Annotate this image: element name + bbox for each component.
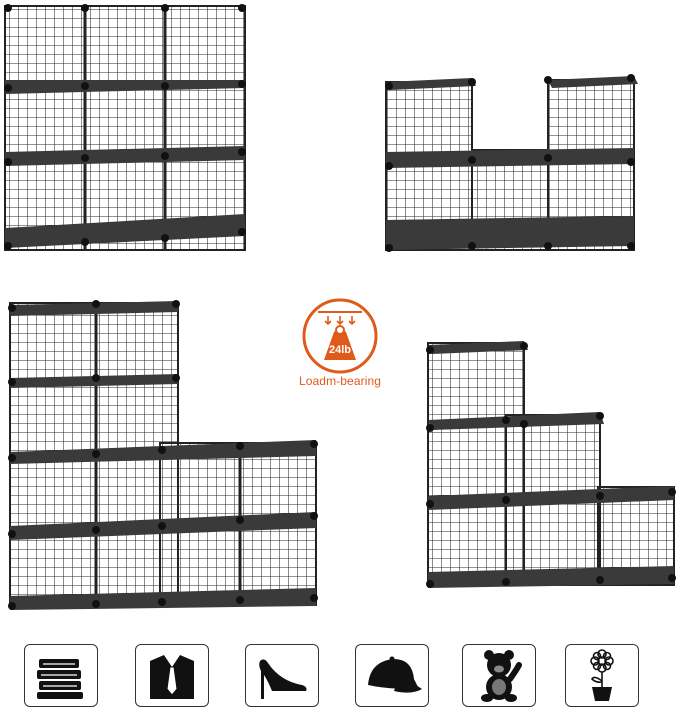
cap-tile [355, 644, 429, 707]
shirt-tile [135, 644, 209, 707]
cube-config-10-staircase [8, 300, 318, 610]
cap-icon [368, 656, 422, 693]
high-heel-icon [259, 659, 307, 699]
books-tile [24, 644, 98, 707]
teddy-bear-icon [481, 650, 522, 702]
cube-config-6-staircase [426, 341, 676, 588]
cube-config-u-shape [385, 74, 638, 252]
load-bearing-label: Loadm-bearing [298, 374, 382, 388]
use-case-icons [0, 644, 679, 708]
load-bearing-badge: 24lb Loadm-bearing [290, 298, 390, 393]
heel-tile [245, 644, 319, 707]
flower-tile [565, 644, 639, 707]
potted-flower-icon [590, 649, 614, 701]
weight-value: 24lb [329, 344, 351, 356]
cube-config-3x3 [4, 4, 246, 251]
bear-tile [462, 644, 536, 707]
weight-icon: 24lb [302, 298, 378, 374]
books-icon [37, 659, 83, 699]
shirt-tie-icon [150, 655, 194, 699]
